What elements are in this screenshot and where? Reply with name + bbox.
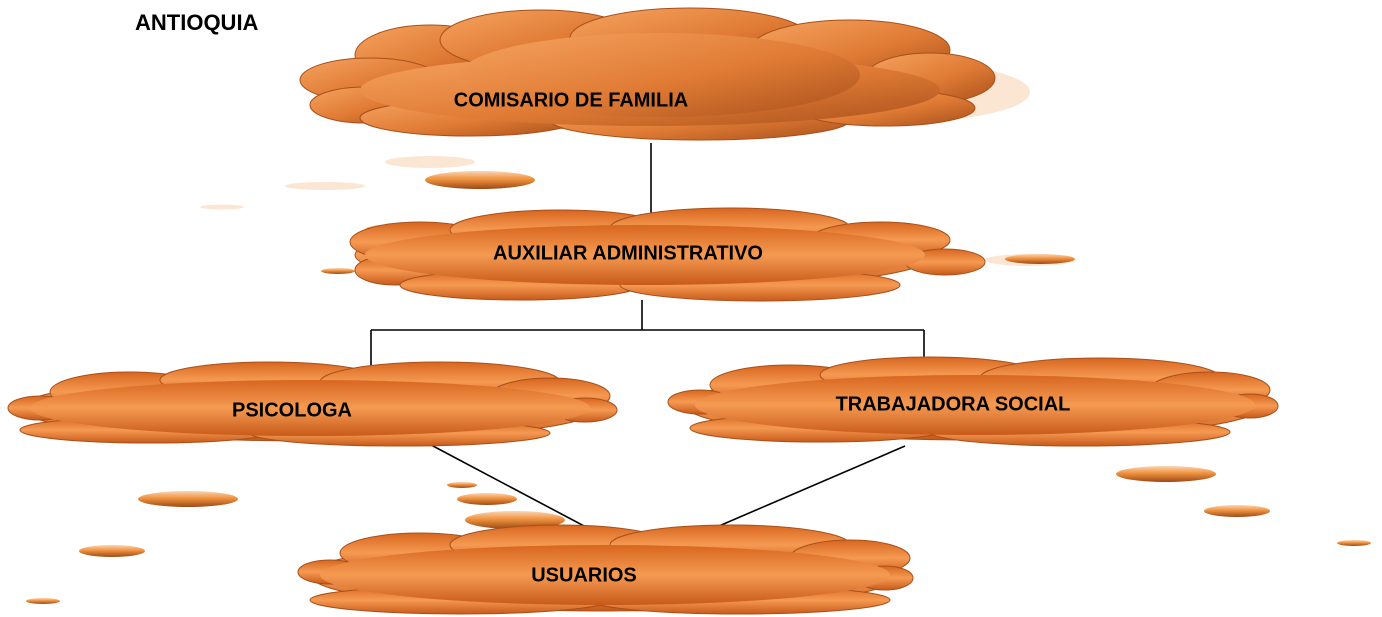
node-label-comisario: COMISARIO DE FAMILIA	[454, 89, 688, 111]
node-label-usuarios: USUARIOS	[531, 564, 637, 586]
cloud-comisario	[299, 7, 996, 141]
cloud-usuarios	[297, 524, 914, 615]
node-label-auxiliar: AUXILIAR ADMINISTRATIVO	[493, 242, 763, 264]
page-title: ANTIOQUIA	[135, 10, 259, 35]
node-label-psicologa: PSICOLOGA	[232, 399, 352, 421]
cloud-trabajadora	[667, 356, 1279, 447]
background-decorations	[26, 62, 1371, 604]
node-label-trabajadora: TRABAJADORA SOCIAL	[836, 393, 1071, 415]
cloud-auxiliar	[349, 207, 986, 302]
connector-trabajadora-usuarios	[704, 445, 906, 533]
cloud-psicologa	[7, 361, 618, 447]
